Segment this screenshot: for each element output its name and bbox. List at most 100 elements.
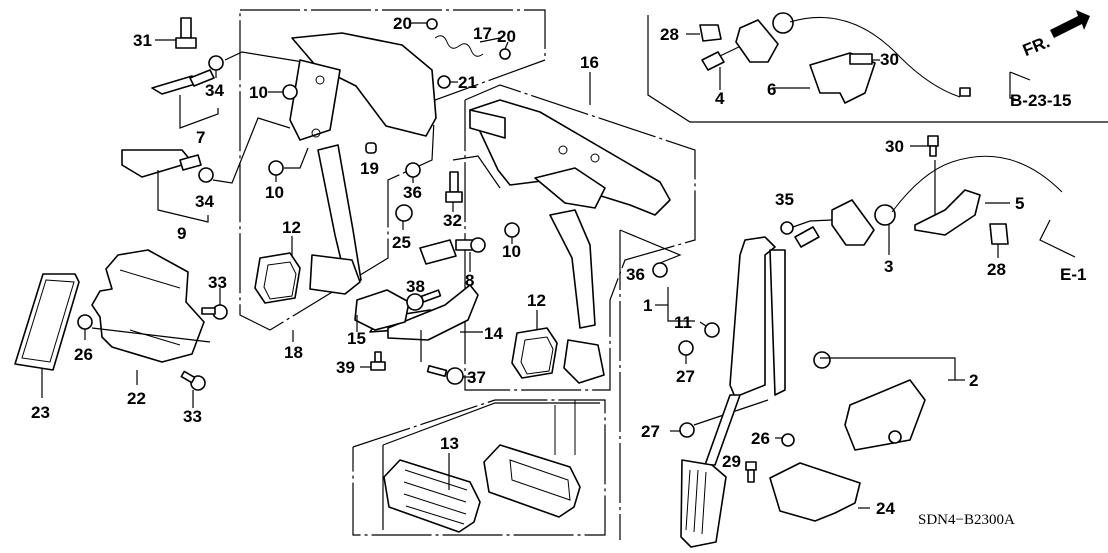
callout-35: 35 <box>775 190 794 209</box>
accelerator-bracket <box>655 236 786 398</box>
callout-29: 29 <box>722 452 741 471</box>
callout-23: 23 <box>31 403 50 422</box>
callout-4: 4 <box>715 89 725 108</box>
callout-33: 33 <box>208 273 227 292</box>
sensor-15 <box>354 289 410 332</box>
nut-36a <box>405 162 421 183</box>
callout-6: 6 <box>767 80 776 99</box>
clip-28a <box>686 24 722 42</box>
front-arrow-icon <box>1050 10 1090 38</box>
callout-18: 18 <box>284 343 303 362</box>
diagram-code: SDN4−B2300A <box>918 512 1015 528</box>
callout-31: 31 <box>133 31 152 50</box>
bolt-37 <box>420 330 475 385</box>
nut-35 <box>780 219 833 235</box>
push-rod-9 <box>121 149 209 223</box>
callout-20: 20 <box>497 27 516 46</box>
callout-38: 38 <box>406 277 425 296</box>
callout-19: 19 <box>360 159 379 178</box>
callout-28: 28 <box>660 25 679 44</box>
callout-13: 13 <box>440 434 459 453</box>
bracket-22 <box>91 249 211 385</box>
bolt-32 <box>445 155 501 212</box>
clip-20b <box>499 41 511 60</box>
bolt-39 <box>360 351 386 371</box>
callout-37: 37 <box>467 368 486 387</box>
callout-28: 28 <box>987 260 1006 279</box>
stopper-19 <box>365 142 377 154</box>
ref-arrow-b23 <box>1009 71 1031 101</box>
nut-36b <box>619 229 682 278</box>
callout-12: 12 <box>282 218 301 237</box>
callout-2: 2 <box>969 371 978 390</box>
brake-pedal-bracket <box>469 99 671 216</box>
callout-15: 15 <box>347 329 366 348</box>
push-rod-7 <box>151 69 219 129</box>
brake-pad <box>483 400 581 518</box>
callout-32: 32 <box>443 211 462 230</box>
pad-23 <box>14 273 80 398</box>
callout-12: 12 <box>527 291 546 310</box>
clip-11 <box>699 321 720 338</box>
callout-10: 10 <box>265 183 284 202</box>
callout-36: 36 <box>626 265 645 284</box>
callout-34: 34 <box>205 81 224 100</box>
callout-5: 5 <box>1015 194 1024 213</box>
callout-8: 8 <box>465 271 474 290</box>
callout-7: 7 <box>196 128 205 147</box>
clutch-pedal-bracket <box>289 32 437 141</box>
clutch-pedal-arm <box>309 144 362 295</box>
clip-10a <box>268 84 298 100</box>
pedal-pad-12a <box>254 236 301 304</box>
callout-11: 11 <box>674 313 692 332</box>
cable-plate <box>735 12 971 98</box>
callout-10: 10 <box>502 242 521 261</box>
bolt-33a <box>201 288 228 320</box>
bracket-14 <box>369 284 483 341</box>
callout-25: 25 <box>392 233 411 252</box>
cable-3 <box>794 155 1063 255</box>
adjuster-4 <box>701 43 746 90</box>
callout-30: 30 <box>880 50 899 69</box>
reference-e-1: E-1 <box>1060 265 1086 284</box>
callout-39: 39 <box>336 358 355 377</box>
nut-27a <box>678 340 694 364</box>
callout-27: 27 <box>641 422 660 441</box>
callout-21: 21 <box>458 73 477 92</box>
brake-pedal-arm <box>549 209 605 384</box>
callout-9: 9 <box>177 224 186 243</box>
callout-34: 34 <box>195 192 214 211</box>
nut-26a <box>77 314 93 340</box>
clip-10b <box>268 147 309 182</box>
bolt-30b <box>910 135 939 220</box>
callout-30: 30 <box>885 137 904 156</box>
clip-28b <box>989 223 1009 258</box>
callout-10: 10 <box>249 83 268 102</box>
callout-24: 24 <box>876 499 895 518</box>
pedal-pad-12b <box>511 310 558 379</box>
pad-13 <box>383 453 481 533</box>
callout-14: 14 <box>484 324 503 343</box>
bolt-38 <box>406 289 442 311</box>
callout-17: 17 <box>473 24 492 43</box>
clip-10c <box>504 222 520 244</box>
clip-21 <box>437 75 458 89</box>
callout-36: 36 <box>403 183 422 202</box>
callout-16: 16 <box>580 53 599 72</box>
switch-8 <box>419 237 486 272</box>
spring-17 <box>434 35 501 57</box>
callout-26: 26 <box>751 429 770 448</box>
callout-22: 22 <box>127 389 146 408</box>
bolt-30a <box>849 53 880 65</box>
ref-arrow-e1 <box>1039 219 1076 258</box>
callout-1: 1 <box>643 296 652 315</box>
callout-27: 27 <box>676 367 695 386</box>
callout-26: 26 <box>74 345 93 364</box>
sensor-2 <box>813 351 965 451</box>
callouts: 31 34 7 10 34 9 10 12 33 26 23 22 33 18 … <box>31 14 1024 518</box>
bracket-5 <box>914 189 1010 236</box>
clip-20a <box>410 18 438 30</box>
nut-26b <box>775 433 795 447</box>
callout-20: 20 <box>393 14 412 33</box>
